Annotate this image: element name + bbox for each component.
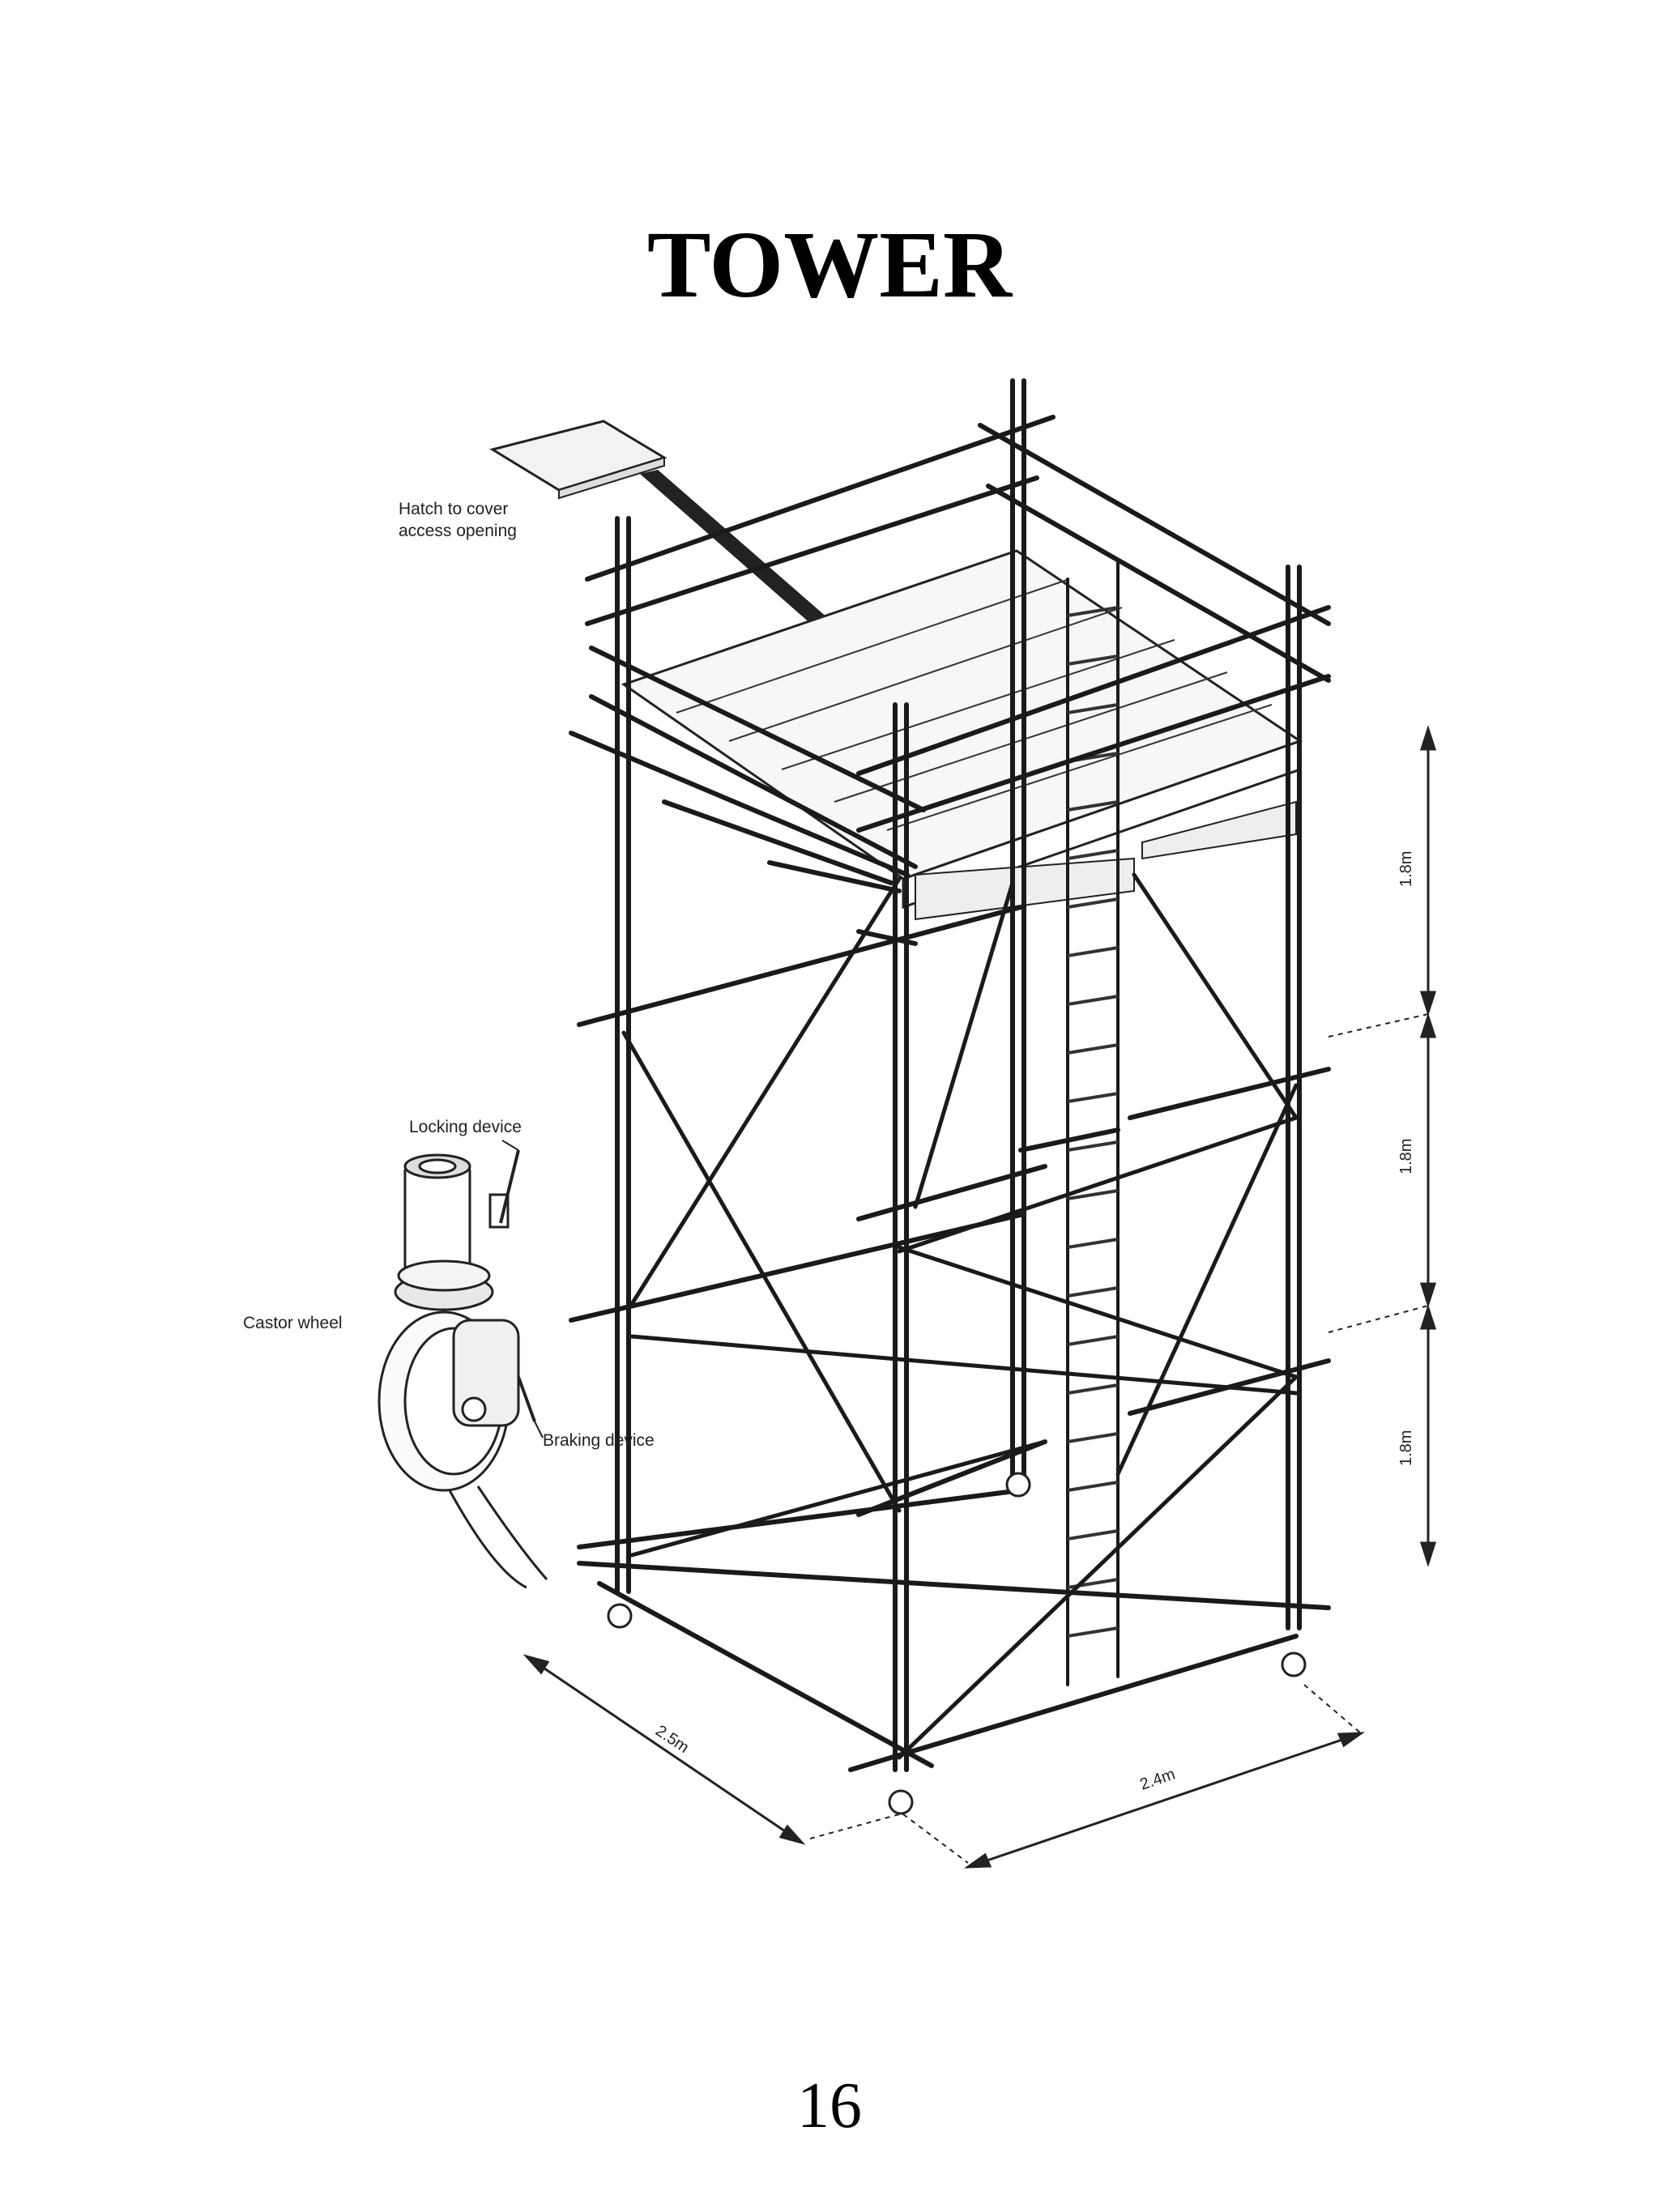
locking-device-label: Locking device (409, 1118, 522, 1136)
height-dimensions (1328, 725, 1437, 1567)
dimension-width: 2.4m (1137, 1765, 1177, 1793)
castor-wheel-icon (377, 1149, 548, 1589)
dimension-lift-top: 1.8m (1397, 851, 1415, 887)
guard-rails (585, 415, 1331, 869)
page-title: TOWER (646, 211, 1013, 318)
hatch-label-line1: Hatch to cover (399, 500, 508, 518)
base-dimensions (522, 1654, 1365, 1869)
dimension-lift-middle: 1.8m (1397, 1139, 1415, 1174)
ledgers (569, 731, 1331, 1772)
castor-wheel-label: Castor wheel (243, 1314, 343, 1332)
braking-device-label: Braking device (543, 1431, 655, 1450)
page-number: 16 (797, 2070, 862, 2142)
base-castors (607, 1472, 1307, 1815)
callout-leaders (501, 1140, 544, 1438)
platform-deck (621, 549, 1303, 921)
braces (621, 872, 1299, 1760)
hatch-label-line2: access opening (399, 522, 517, 540)
dimension-lift-bottom: 1.8m (1397, 1430, 1415, 1466)
dimension-depth: 2.5m (652, 1722, 692, 1757)
